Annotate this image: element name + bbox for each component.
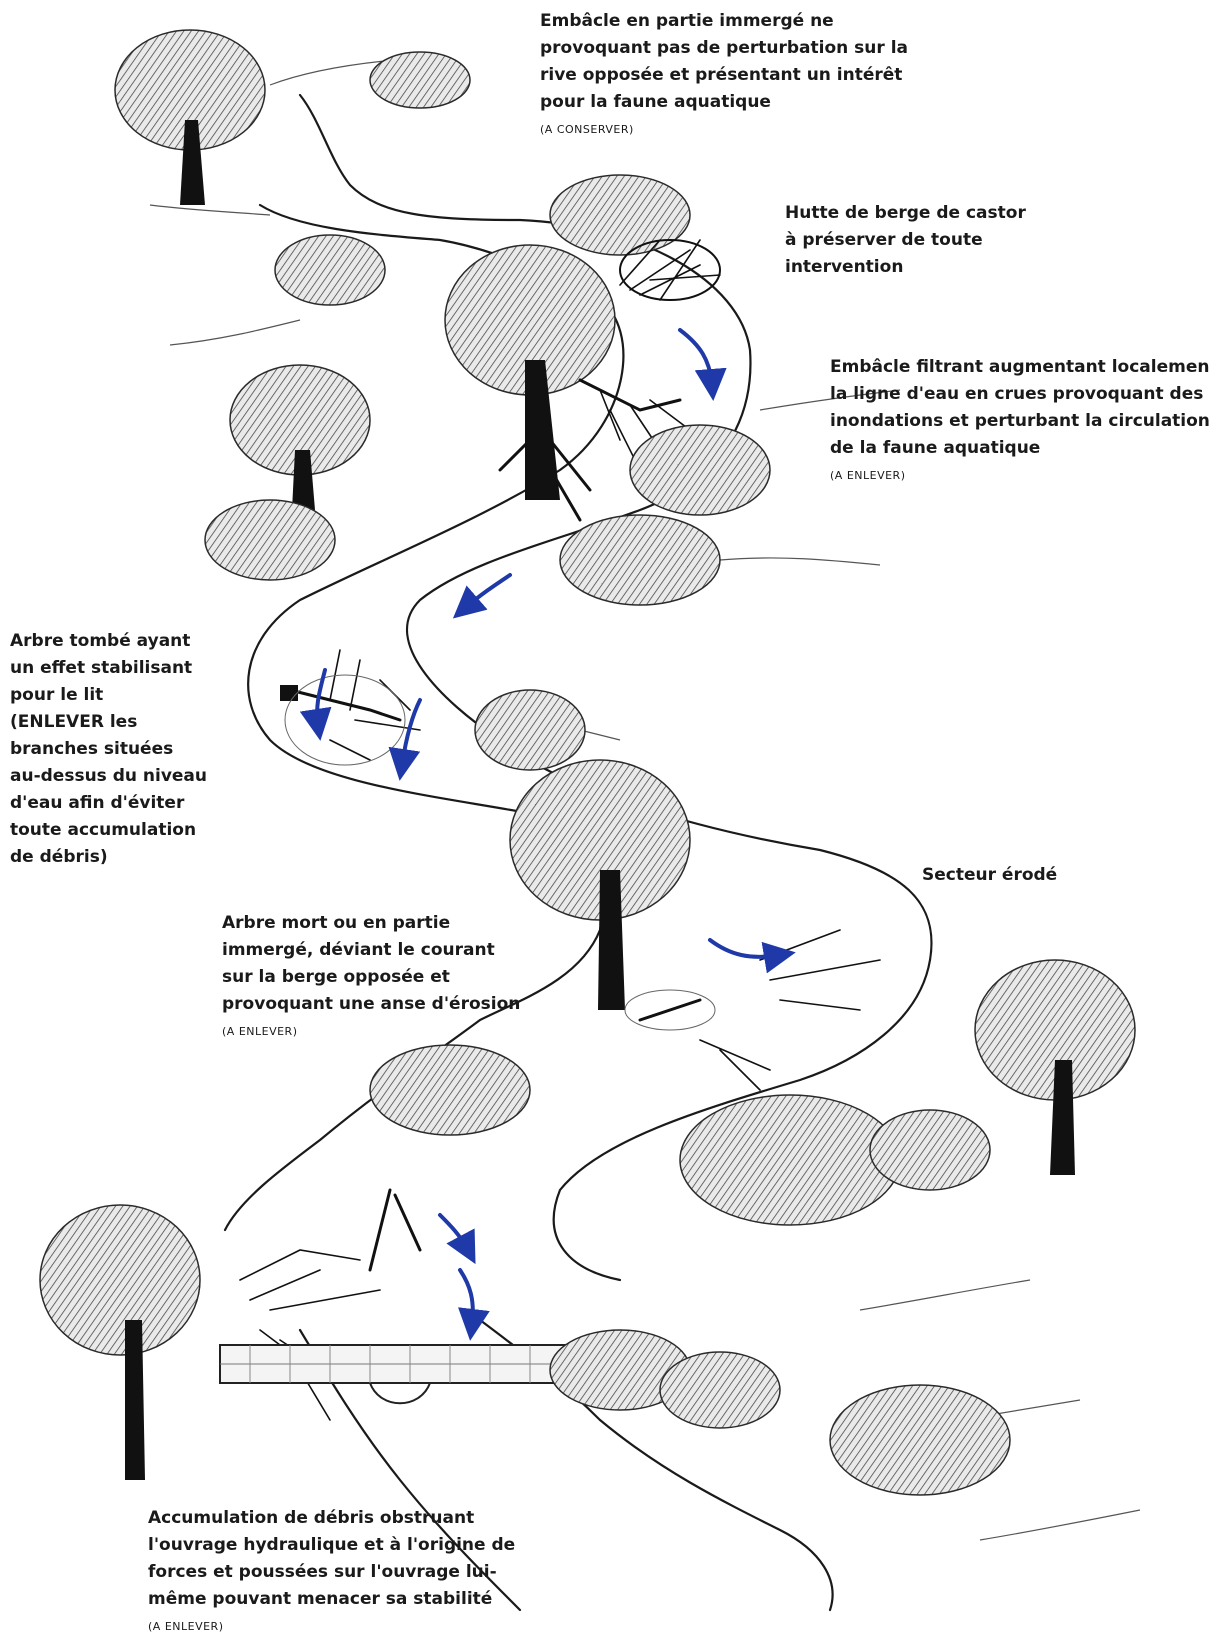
label-tag: (A CONSERVER): [540, 116, 908, 143]
label-line: Arbre mort ou en partie: [222, 910, 520, 937]
label-line: Hutte de berge de castor: [785, 200, 1026, 227]
label-line: intervention: [785, 254, 1026, 281]
label-line: provoquant une anse d'érosion: [222, 991, 520, 1018]
label-line: sur la berge opposée et: [222, 964, 520, 991]
label-tag: (A ENLEVER): [222, 1018, 520, 1045]
label-line: à préserver de toute: [785, 227, 1026, 254]
label-line: (ENLEVER les: [10, 709, 207, 736]
bushes-lower-center: [370, 1045, 990, 1225]
bush-top-middle: [370, 52, 470, 108]
bushes-left-mid: [205, 365, 370, 580]
label-line: immergé, déviant le courant: [222, 937, 520, 964]
label-line: Accumulation de débris obstruant: [148, 1505, 515, 1532]
flow-arrow: [402, 700, 420, 765]
dead-tree-branches: [625, 930, 880, 1090]
label-line: pour la faune aquatique: [540, 89, 908, 116]
flow-arrow: [710, 940, 780, 957]
flow-arrow: [440, 1215, 468, 1250]
label-line: provoquant pas de perturbation sur la: [540, 35, 908, 62]
flow-arrow: [680, 330, 712, 385]
debris-accumulation: [240, 1190, 420, 1420]
label-line: rive opposée et présentant un intérêt: [540, 62, 908, 89]
tree-bottom-left: [40, 1205, 200, 1480]
label-line: inondations et perturbant la circulation: [830, 408, 1210, 435]
label-line: Embâcle filtrant augmentant localemen: [830, 354, 1210, 381]
label-line: même pouvant menacer sa stabilité: [148, 1586, 515, 1613]
label-line: Secteur érodé: [922, 862, 1057, 889]
label-embacle-conserver: Embâcle en partie immergé ne provoquant …: [540, 8, 908, 143]
label-line: l'ouvrage hydraulique et à l'origine de: [148, 1532, 515, 1559]
label-line: Embâcle en partie immergé ne: [540, 8, 908, 35]
label-line: Arbre tombé ayant: [10, 628, 207, 655]
flow-arrow: [465, 575, 510, 608]
label-line: pour le lit: [10, 682, 207, 709]
label-accumulation-debris: Accumulation de débris obstruant l'ouvra…: [148, 1505, 515, 1640]
label-line: forces et poussées sur l'ouvrage lui-: [148, 1559, 515, 1586]
culvert-bridge: [220, 1345, 580, 1403]
tree-central-large: [445, 245, 615, 520]
label-line: de la faune aquatique: [830, 435, 1210, 462]
label-line: la ligne d'eau en crues provoquant des: [830, 381, 1210, 408]
label-line: un effet stabilisant: [10, 655, 207, 682]
bushes-right-mid: [560, 425, 770, 605]
beaver-lodge: [620, 240, 720, 300]
bushes-bottom-right: [550, 1330, 1010, 1495]
flow-arrow: [460, 1270, 473, 1325]
label-embacle-filtrant: Embâcle filtrant augmentant localemen la…: [830, 354, 1210, 489]
label-line: au-dessus du niveau: [10, 763, 207, 790]
fallen-tree-stabilising: [280, 650, 420, 765]
label-tag: (A ENLEVER): [830, 462, 1210, 489]
label-tag: (A ENLEVER): [148, 1613, 515, 1640]
label-arbre-mort: Arbre mort ou en partie immergé, déviant…: [222, 910, 520, 1045]
label-line: de débris): [10, 844, 207, 871]
label-secteur-erode: Secteur érodé: [922, 862, 1057, 889]
label-line: branches situées: [10, 736, 207, 763]
label-hutte-castor: Hutte de berge de castor à préserver de …: [785, 200, 1026, 281]
label-line: toute accumulation: [10, 817, 207, 844]
label-arbre-tombe: Arbre tombé ayant un effet stabilisant p…: [10, 628, 207, 871]
label-line: d'eau afin d'éviter: [10, 790, 207, 817]
tree-top-left: [115, 30, 265, 205]
tree-right-large: [975, 960, 1135, 1175]
